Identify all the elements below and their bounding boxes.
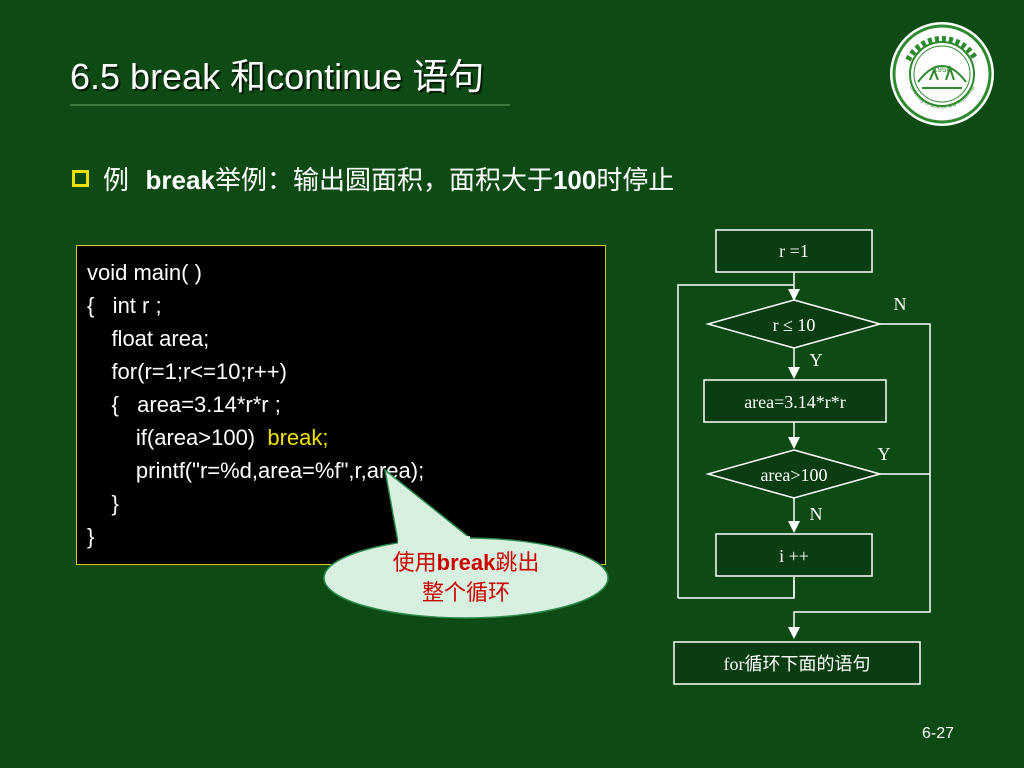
code-line: { int r ; [87, 293, 162, 318]
bullet-text: 例 break举例：输出圆面积，面积大于100时停止 [103, 164, 675, 196]
flow-body-label: area=3.14*r*r [744, 392, 846, 412]
bullet-point: 例 break举例：输出圆面积，面积大于100时停止 [72, 160, 674, 196]
flow-body-box [703, 379, 887, 423]
flow-check-label: area>100 [760, 465, 827, 485]
university-seal-logo: 1958 University of Science and Technolog… [888, 20, 994, 126]
slide-title: 6.5 break 和continue 语句 [70, 56, 485, 97]
flow-init-label: r =1 [779, 241, 809, 261]
flow-increment-box [715, 533, 873, 577]
flow-exit-label: for循环下面的语句 [724, 654, 871, 674]
code-line: float area; [87, 326, 210, 351]
code-line: } [87, 524, 95, 549]
flow-init-box [715, 229, 873, 273]
title-underline [70, 104, 510, 106]
code-line: printf("r=%d,area=%f",r,area); [87, 458, 425, 483]
code-line: { area=3.14*r*r ; [87, 392, 281, 417]
code-line: for(r=1;r<=10;r++) [87, 359, 287, 384]
callout-text: 使用break跳出 整个循环 [392, 549, 540, 606]
flow-label-n1: N [894, 294, 907, 314]
code-line: if(area>100) break; [87, 425, 329, 450]
flow-label-n2: N [810, 504, 823, 524]
flow-increment-label: i ++ [779, 546, 809, 566]
flow-condition-label: r ≤ 10 [773, 315, 816, 335]
flow-exit-box [673, 641, 921, 685]
code-line: void main( ) [87, 260, 202, 285]
code-line: } [87, 491, 119, 516]
break-keyword: break; [267, 425, 329, 450]
callout-keyword: break [436, 549, 496, 575]
logo-year: 1958 [933, 65, 951, 74]
bullet-keyword: break [145, 164, 215, 195]
flow-label-y1: Y [810, 350, 823, 370]
bullet-number: 100 [552, 164, 597, 195]
page-number: 6-27 [922, 725, 955, 742]
square-bullet-icon [72, 169, 89, 187]
flow-label-y2: Y [878, 444, 891, 464]
